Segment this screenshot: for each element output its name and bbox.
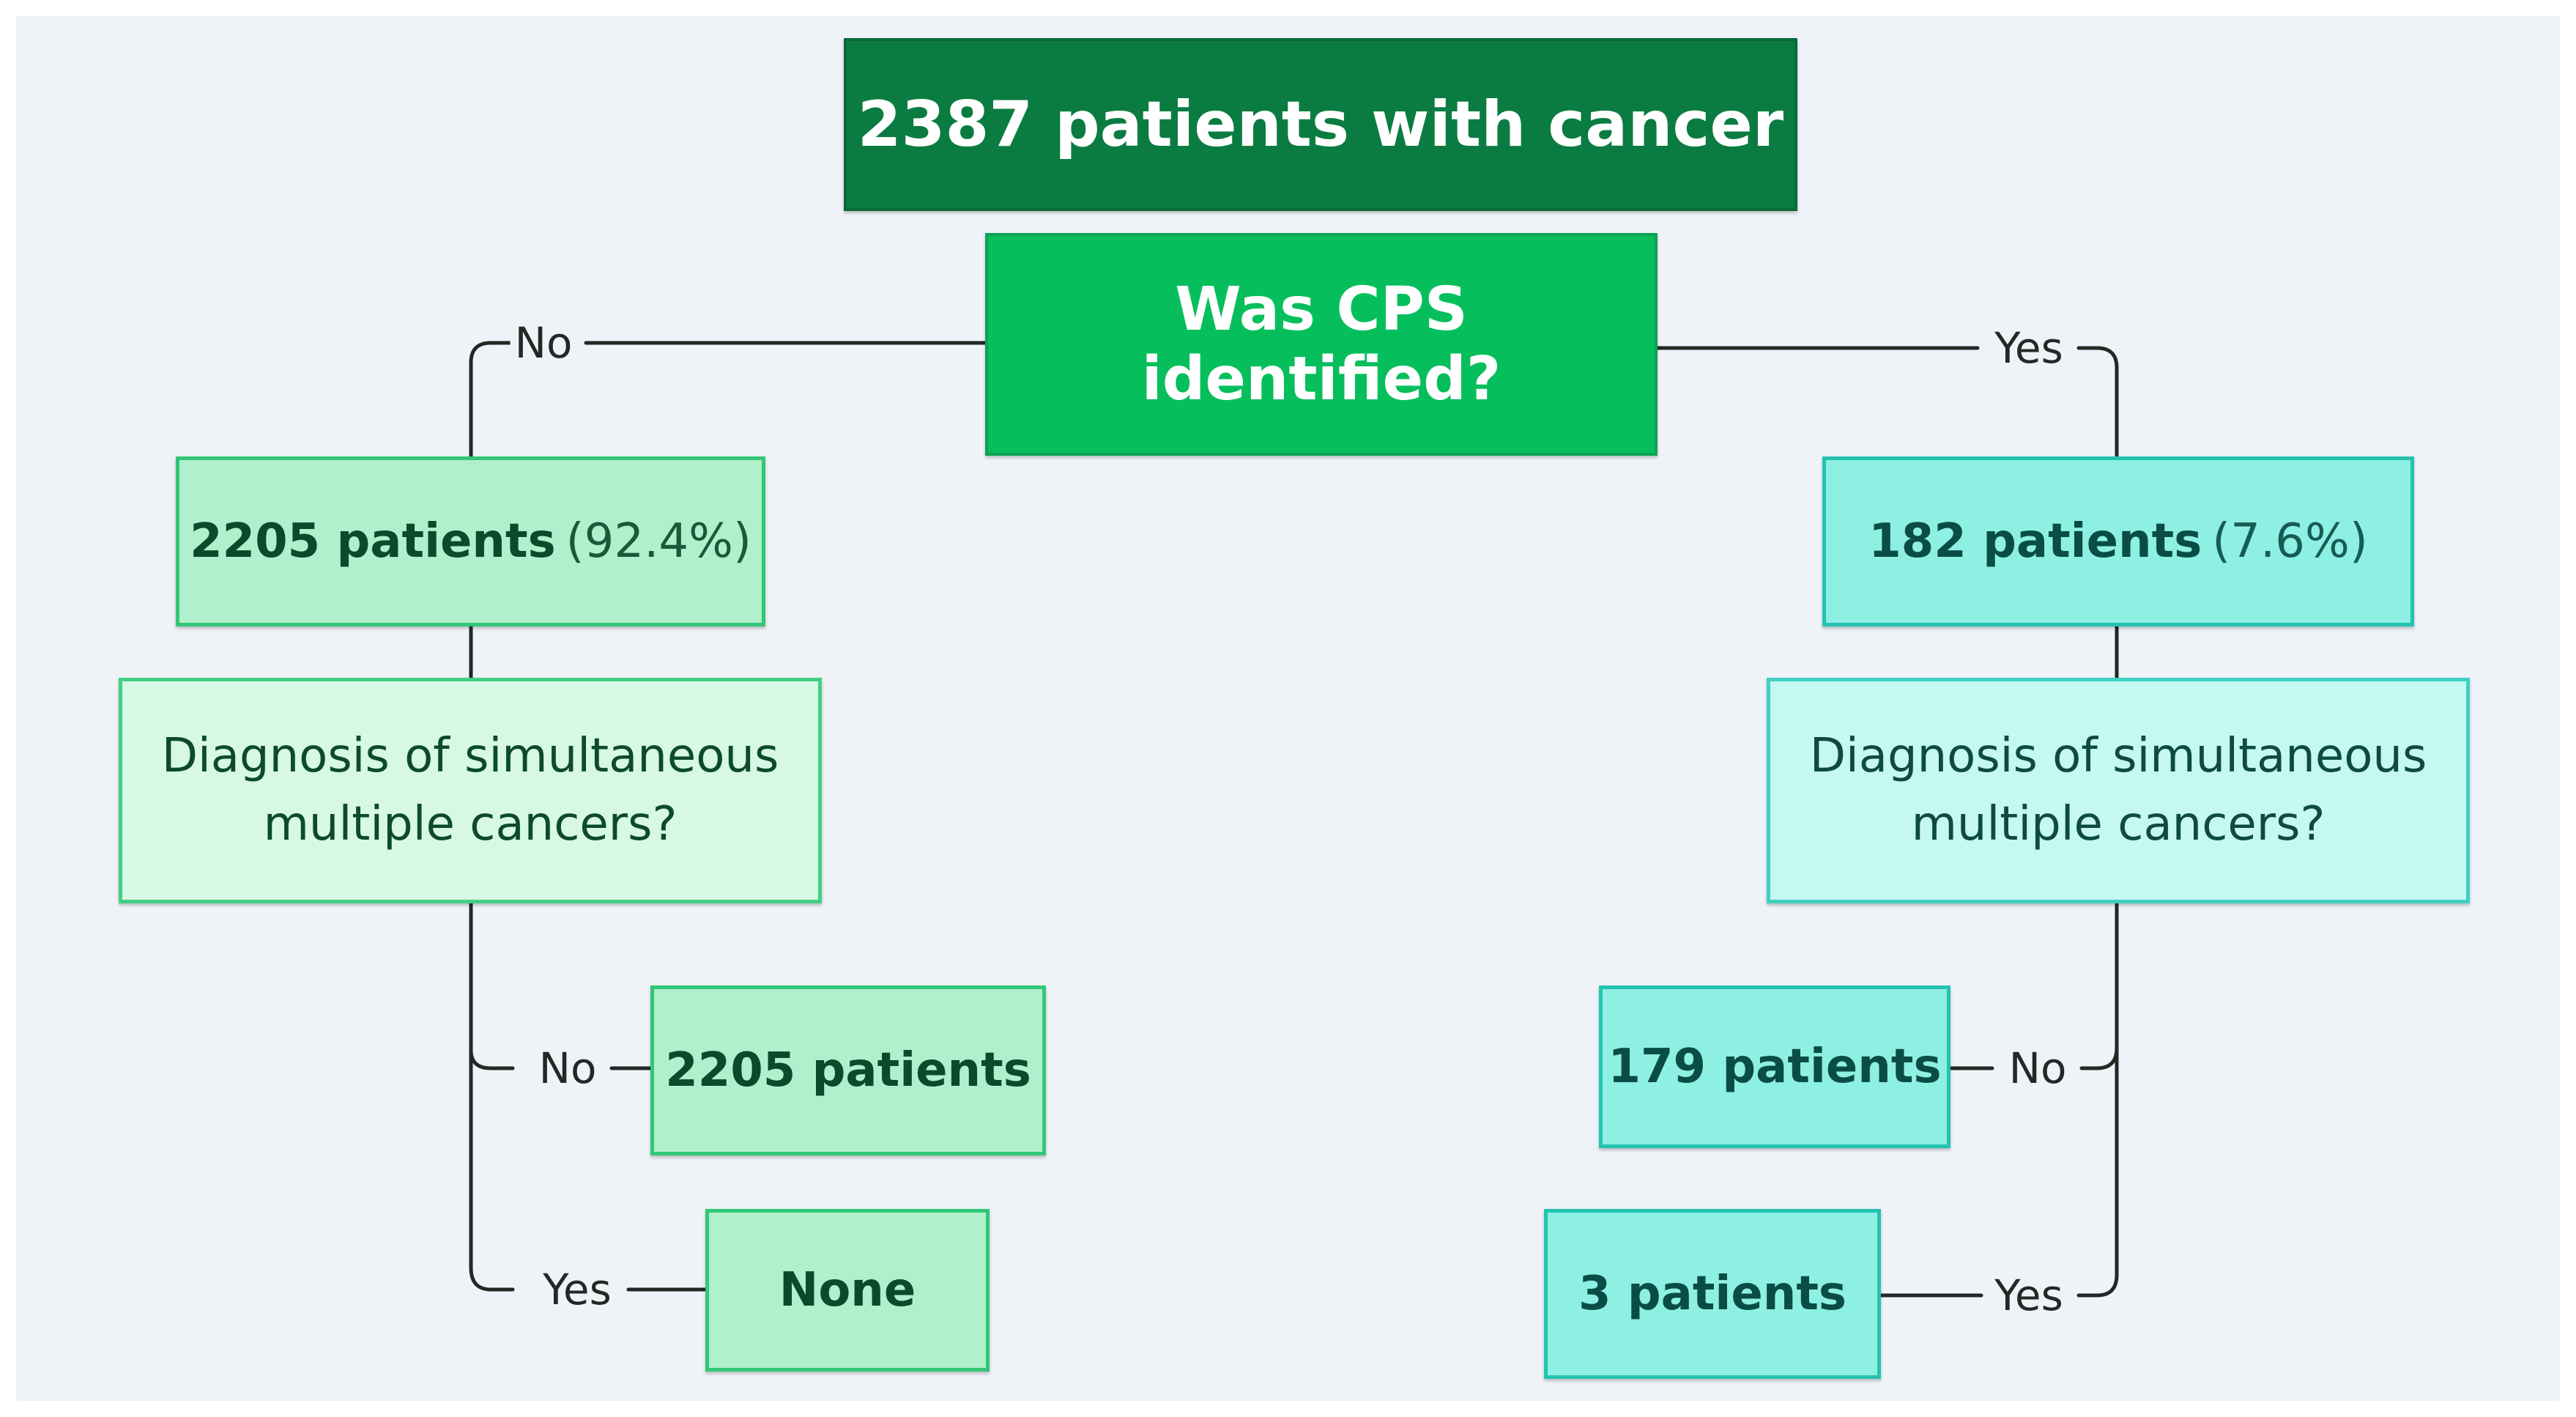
right-yes-branch-label: Yes bbox=[1990, 1274, 2068, 1317]
left-question-line1: Diagnosis of simultaneous bbox=[161, 729, 779, 784]
connector-left-no-stub bbox=[469, 1048, 515, 1070]
connector-right-no-stub bbox=[2079, 1046, 2119, 1070]
connector-left-tree bbox=[469, 901, 515, 1292]
left-percent-label: (92.4%) bbox=[565, 514, 751, 569]
right-percent-label: (7.6%) bbox=[2212, 514, 2368, 569]
right-question-box: Diagnosis of simultaneous multiple cance… bbox=[1767, 678, 2470, 903]
right-question-line1: Diagnosis of simultaneous bbox=[1809, 729, 2427, 784]
left-question-box: Diagnosis of simultaneous multiple cance… bbox=[119, 678, 822, 903]
connector-right-tree bbox=[2076, 901, 2119, 1298]
right-no-result-box: 179 patients bbox=[1599, 985, 1950, 1148]
left-no-result-box: 2205 patients bbox=[650, 985, 1046, 1155]
left-no-branch-label: No bbox=[534, 1047, 601, 1089]
right-question-line2: multiple cancers? bbox=[1911, 797, 2326, 851]
left-count-box: 2205 patients(92.4%) bbox=[176, 456, 765, 626]
connector-cps-yes-2 bbox=[2076, 346, 2119, 462]
cps-yes-label: Yes bbox=[1990, 327, 2068, 369]
root-box: 2387 patients with cancer bbox=[844, 38, 1797, 211]
right-count-label: 182 patients bbox=[1868, 514, 2202, 569]
left-count-label: 2205 patients bbox=[190, 514, 556, 569]
right-yes-result-label: 3 patients bbox=[1578, 1267, 1846, 1321]
cps-question-label: Was CPS identified? bbox=[1141, 275, 1502, 414]
cps-no-label: No bbox=[510, 322, 577, 364]
right-no-result-label: 179 patients bbox=[1608, 1040, 1942, 1094]
cps-question-box: Was CPS identified? bbox=[985, 233, 1658, 456]
left-yes-result-box: None bbox=[705, 1209, 990, 1372]
connector-cps-no-2 bbox=[469, 341, 515, 462]
left-yes-result-label: None bbox=[779, 1263, 916, 1317]
left-no-result-label: 2205 patients bbox=[665, 1043, 1031, 1098]
left-question-line2: multiple cancers? bbox=[263, 797, 678, 851]
right-no-branch-label: No bbox=[2004, 1047, 2071, 1089]
right-yes-result-box: 3 patients bbox=[1544, 1209, 1881, 1379]
left-yes-branch-label: Yes bbox=[538, 1268, 616, 1311]
right-count-box: 182 patients(7.6%) bbox=[1822, 456, 2414, 626]
root-label: 2387 patients with cancer bbox=[857, 88, 1784, 161]
